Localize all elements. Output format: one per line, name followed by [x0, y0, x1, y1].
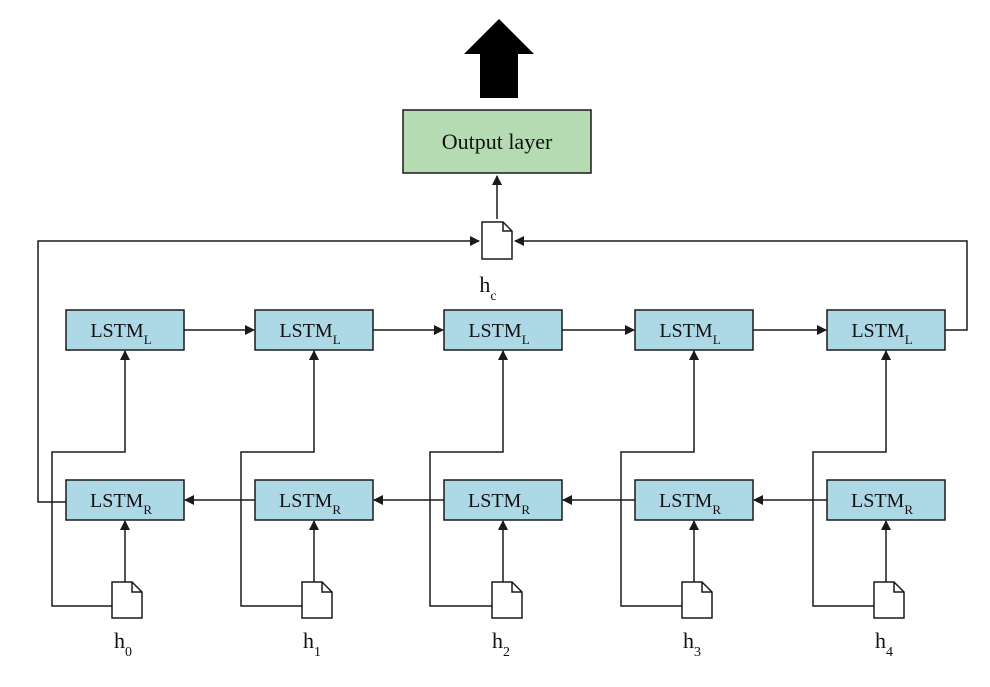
input-vector-4: h4: [873, 581, 905, 660]
lstm-right-label: LSTMR: [90, 490, 152, 517]
document-icon: [491, 581, 523, 619]
lstm-right-cell-3: LSTMR: [634, 479, 754, 521]
context-label: hc: [479, 272, 496, 304]
document-icon: [111, 581, 143, 619]
up-arrow-icon: [464, 19, 534, 98]
input-label: h3: [683, 628, 701, 660]
lstm-right-label: LSTMR: [279, 490, 341, 517]
lstm-right-label: LSTMR: [659, 490, 721, 517]
lstm-left-row: LSTML LSTML LSTML LSTML LSTML: [65, 309, 946, 351]
input-vector-1: h1: [301, 581, 333, 660]
lstm-right-cell-1: LSTMR: [254, 479, 374, 521]
lstm-left-cell-0: LSTML: [65, 309, 185, 351]
lstm-left-label: LSTML: [851, 320, 912, 347]
input-label: h2: [492, 628, 510, 660]
input-label: h4: [875, 628, 893, 660]
document-icon: [301, 581, 333, 619]
lstm-left-label: LSTML: [468, 320, 529, 347]
lstm-right-cell-4: LSTMR: [826, 479, 946, 521]
lstm-right-cell-0: LSTMR: [65, 479, 185, 521]
input-vector-3: h3: [681, 581, 713, 660]
document-icon: [873, 581, 905, 619]
output-layer: Output layer: [402, 109, 592, 174]
input-vector-2: h2: [491, 581, 523, 660]
input-vectors: h0 h1 h2 h3 h4: [111, 581, 905, 660]
lstm-right-label: LSTMR: [851, 490, 913, 517]
document-icon: [681, 581, 713, 619]
output-layer-label: Output layer: [442, 129, 553, 154]
lstm-left-cell-1: LSTML: [254, 309, 374, 351]
lstm-left-cell-4: LSTML: [826, 309, 946, 351]
connections: [51, 325, 891, 607]
lstm-left-label: LSTML: [659, 320, 720, 347]
input-vector-0: h0: [111, 581, 143, 660]
lstm-left-label: LSTML: [279, 320, 340, 347]
lstm-left-cell-2: LSTML: [443, 309, 563, 351]
lstm-right-cell-2: LSTMR: [443, 479, 563, 521]
lstm-left-cell-3: LSTML: [634, 309, 754, 351]
document-icon: [481, 221, 513, 260]
input-label: h1: [303, 628, 321, 660]
lstm-right-label: LSTMR: [468, 490, 530, 517]
input-label: h0: [114, 628, 132, 660]
lstm-left-label: LSTML: [90, 320, 151, 347]
context-vector: hc: [479, 221, 513, 304]
